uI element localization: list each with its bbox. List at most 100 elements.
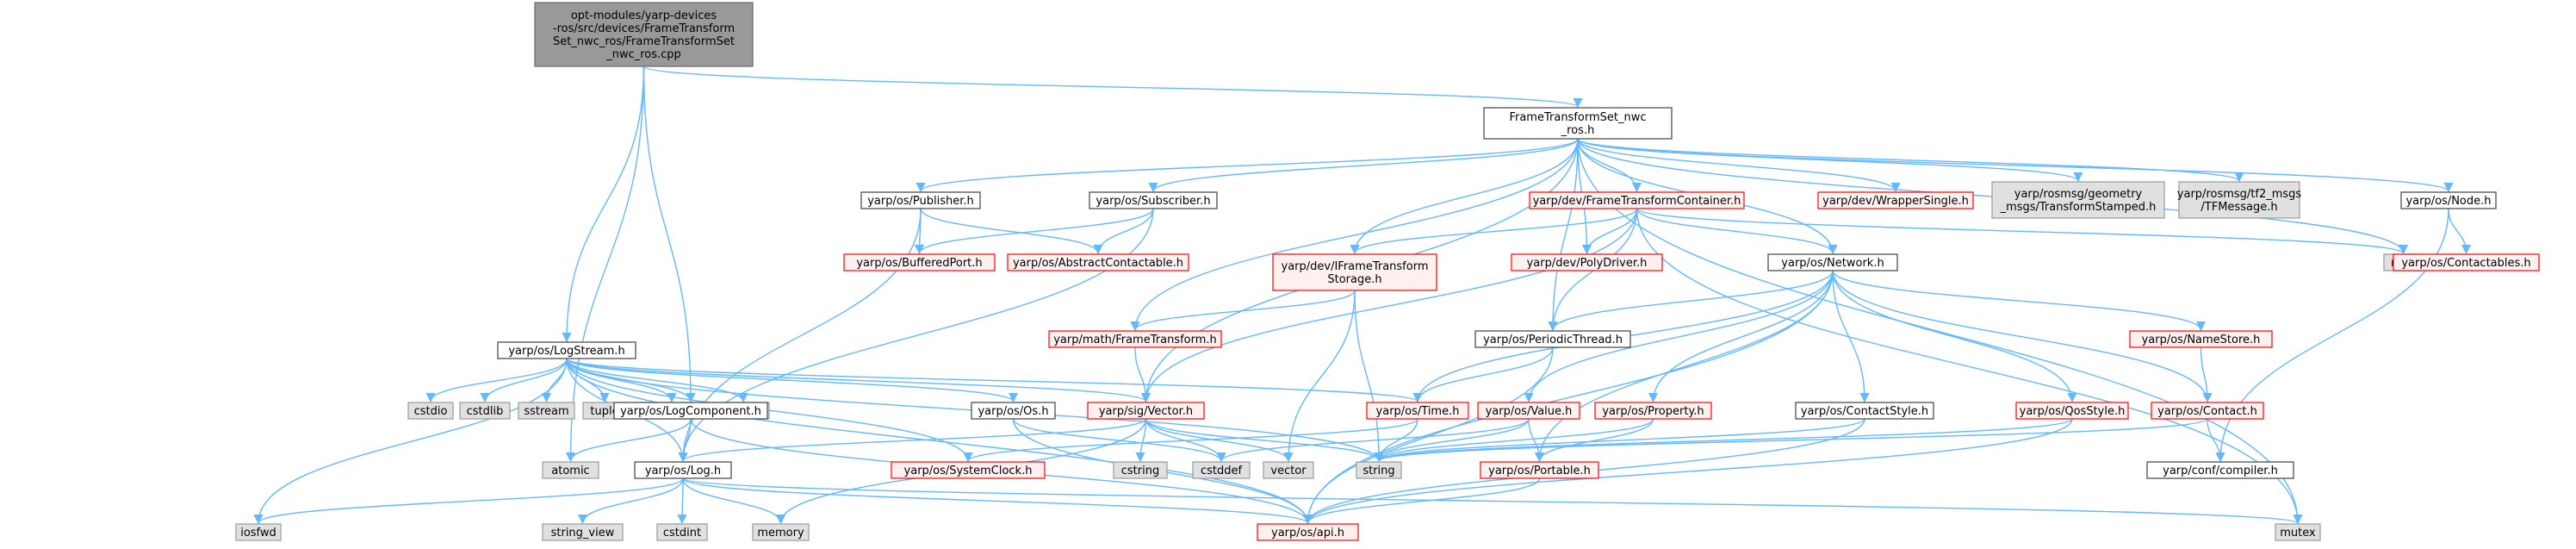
edge-value-to-cstddef bbox=[1216, 418, 1530, 463]
node-contact[interactable]: yarp/os/Contact.h bbox=[2151, 402, 2264, 420]
node-vector[interactable]: vector bbox=[1263, 461, 1314, 479]
node-memory[interactable]: memory bbox=[752, 523, 810, 541]
node-os[interactable]: yarp/os/Os.h bbox=[971, 402, 1056, 420]
node-header[interactable]: FrameTransformSet_nwc_ros.h bbox=[1483, 107, 1673, 140]
node-sstream[interactable]: sstream bbox=[518, 402, 575, 420]
node-publisher-box bbox=[860, 191, 981, 209]
edge-value-to-portable bbox=[1528, 418, 1545, 463]
node-namestore-label: yarp/os/NameStore.h bbox=[2142, 334, 2261, 346]
node-ftcontainer[interactable]: yarp/dev/FrameTransformContainer.h bbox=[1529, 191, 1745, 209]
node-network-box bbox=[1767, 253, 1898, 271]
node-property[interactable]: yarp/os/Property.h bbox=[1594, 402, 1712, 420]
node-geomtf[interactable]: yarp/rosmsg/geometry_msgs/TransformStamp… bbox=[1991, 181, 2165, 219]
edge-log-to-cstdint bbox=[677, 477, 687, 525]
node-vector_h[interactable]: yarp/sig/Vector.h bbox=[1087, 402, 1205, 420]
node-cstdlib-box bbox=[459, 402, 511, 420]
node-cstddef-label: cstddef bbox=[1201, 465, 1243, 477]
node-iosfwd[interactable]: iosfwd bbox=[235, 523, 282, 541]
node-portable-box bbox=[1480, 461, 1599, 479]
node-node-box bbox=[2400, 191, 2497, 209]
node-atomic[interactable]: atomic bbox=[542, 461, 599, 479]
edge-publisher-to-log bbox=[678, 208, 922, 463]
node-geomtf-box bbox=[1991, 181, 2165, 219]
node-cstdio-label: cstdio bbox=[414, 405, 448, 418]
edge-header-to-publisher bbox=[916, 138, 1579, 193]
node-subscriber[interactable]: yarp/os/Subscriber.h bbox=[1089, 191, 1218, 209]
node-wrappersingle-label: yarp/dev/WrapperSingle.h bbox=[1822, 195, 1969, 208]
node-abstractcontactable[interactable]: yarp/os/AbstractContactable.h bbox=[1007, 253, 1189, 271]
node-log[interactable]: yarp/os/Log.h bbox=[634, 461, 732, 479]
edge-ftcontainer-to-network bbox=[1636, 208, 1838, 255]
node-node[interactable]: yarp/os/Node.h bbox=[2400, 191, 2497, 209]
node-polydriver[interactable]: yarp/dev/PolyDriver.h bbox=[1511, 253, 1663, 271]
node-root-label: _nwc_ros.cpp bbox=[605, 48, 681, 61]
edge-network-to-qosstyle bbox=[1832, 270, 2077, 403]
node-cstdint[interactable]: cstdint bbox=[656, 523, 708, 541]
node-periodicthread-box bbox=[1474, 330, 1631, 348]
edge-header-to-periodicthread bbox=[1548, 138, 1579, 332]
node-value[interactable]: yarp/os/Value.h bbox=[1477, 402, 1580, 420]
edge-periodicthread-to-time bbox=[1412, 346, 1554, 403]
node-iftstorage-label: yarp/dev/IFrameTransform bbox=[1282, 260, 1429, 273]
node-namestore[interactable]: yarp/os/NameStore.h bbox=[2129, 330, 2273, 348]
edge-time-to-systemclock bbox=[963, 418, 1418, 463]
node-publisher[interactable]: yarp/os/Publisher.h bbox=[860, 191, 981, 209]
node-subscriber-label: yarp/os/Subscriber.h bbox=[1096, 195, 1210, 208]
node-portable[interactable]: yarp/os/Portable.h bbox=[1480, 461, 1599, 479]
edge-header-to-iftstorage bbox=[1350, 138, 1579, 255]
edge-log-to-string_view bbox=[577, 477, 684, 525]
node-iftstorage-box bbox=[1272, 253, 1437, 291]
node-string-label: string bbox=[1362, 465, 1394, 477]
node-compiler[interactable]: yarp/conf/compiler.h bbox=[2146, 461, 2294, 479]
node-bufferedport[interactable]: yarp/os/BufferedPort.h bbox=[843, 253, 996, 271]
node-header-box bbox=[1483, 107, 1673, 140]
node-contactstyle[interactable]: yarp/os/ContactStyle.h bbox=[1795, 402, 1934, 420]
node-cstdlib[interactable]: cstdlib bbox=[459, 402, 511, 420]
node-string-box bbox=[1356, 461, 1402, 479]
edge-header-to-mutex bbox=[1577, 138, 2303, 525]
node-string[interactable]: string bbox=[1356, 461, 1402, 479]
edge-log-to-mutex bbox=[682, 477, 2302, 525]
edge-logstream-to-os bbox=[566, 358, 1018, 403]
node-string_view-box bbox=[542, 523, 624, 541]
node-contactables[interactable]: yarp/os/Contactables.h bbox=[2393, 253, 2540, 271]
dependency-nodes: opt-modules/yarp-devices-ros/src/devices… bbox=[235, 2, 2540, 541]
node-api[interactable]: yarp/os/api.h bbox=[1257, 523, 1359, 541]
edge-vector_h-to-vector bbox=[1145, 418, 1294, 463]
node-contactables-label: yarp/os/Contactables.h bbox=[2401, 257, 2530, 270]
edge-ftcontainer-to-polydriver bbox=[1581, 208, 1638, 255]
node-string_view[interactable]: string_view bbox=[542, 523, 624, 541]
node-logcomponent[interactable]: yarp/os/LogComponent.h bbox=[613, 402, 768, 420]
node-tf2-box bbox=[2178, 181, 2300, 219]
node-time[interactable]: yarp/os/Time.h bbox=[1366, 402, 1469, 420]
node-mutex[interactable]: mutex bbox=[2275, 523, 2321, 541]
node-qosstyle[interactable]: yarp/os/QosStyle.h bbox=[2015, 402, 2129, 420]
node-string_view-label: string_view bbox=[551, 527, 615, 540]
node-root-label: -ros/src/devices/FrameTransform bbox=[553, 22, 735, 35]
node-wrappersingle[interactable]: yarp/dev/WrapperSingle.h bbox=[1817, 191, 1974, 209]
node-systemclock[interactable]: yarp/os/SystemClock.h bbox=[891, 461, 1046, 479]
node-periodicthread[interactable]: yarp/os/PeriodicThread.h bbox=[1474, 330, 1631, 348]
edge-subscriber-to-abstractcontactable bbox=[1093, 208, 1154, 255]
node-logcomponent-box bbox=[613, 402, 768, 420]
node-logstream[interactable]: yarp/os/LogStream.h bbox=[497, 341, 636, 359]
node-root[interactable]: opt-modules/yarp-devices-ros/src/devices… bbox=[534, 2, 754, 67]
node-network-label: yarp/os/Network.h bbox=[1781, 257, 1884, 270]
node-network[interactable]: yarp/os/Network.h bbox=[1767, 253, 1898, 271]
node-iosfwd-label: iosfwd bbox=[240, 527, 276, 540]
node-logstream-box bbox=[497, 341, 636, 359]
node-cstring[interactable]: cstring bbox=[1113, 461, 1168, 479]
node-mathft[interactable]: yarp/math/FrameTransform.h bbox=[1048, 330, 1222, 348]
edge-network-to-api bbox=[1302, 270, 1834, 525]
node-polydriver-label: yarp/dev/PolyDriver.h bbox=[1527, 257, 1648, 270]
dependency-edges bbox=[253, 66, 2472, 525]
node-log-box bbox=[634, 461, 732, 479]
node-tf2[interactable]: yarp/rosmsg/tf2_msgs/TFMessage.h bbox=[2177, 181, 2302, 219]
node-cstdio[interactable]: cstdio bbox=[407, 402, 454, 420]
node-sstream-box bbox=[518, 402, 575, 420]
node-cstddef[interactable]: cstddef bbox=[1192, 461, 1251, 479]
node-cstdint-box bbox=[656, 523, 708, 541]
node-contactables-box bbox=[2393, 253, 2540, 271]
node-vector-box bbox=[1263, 461, 1314, 479]
